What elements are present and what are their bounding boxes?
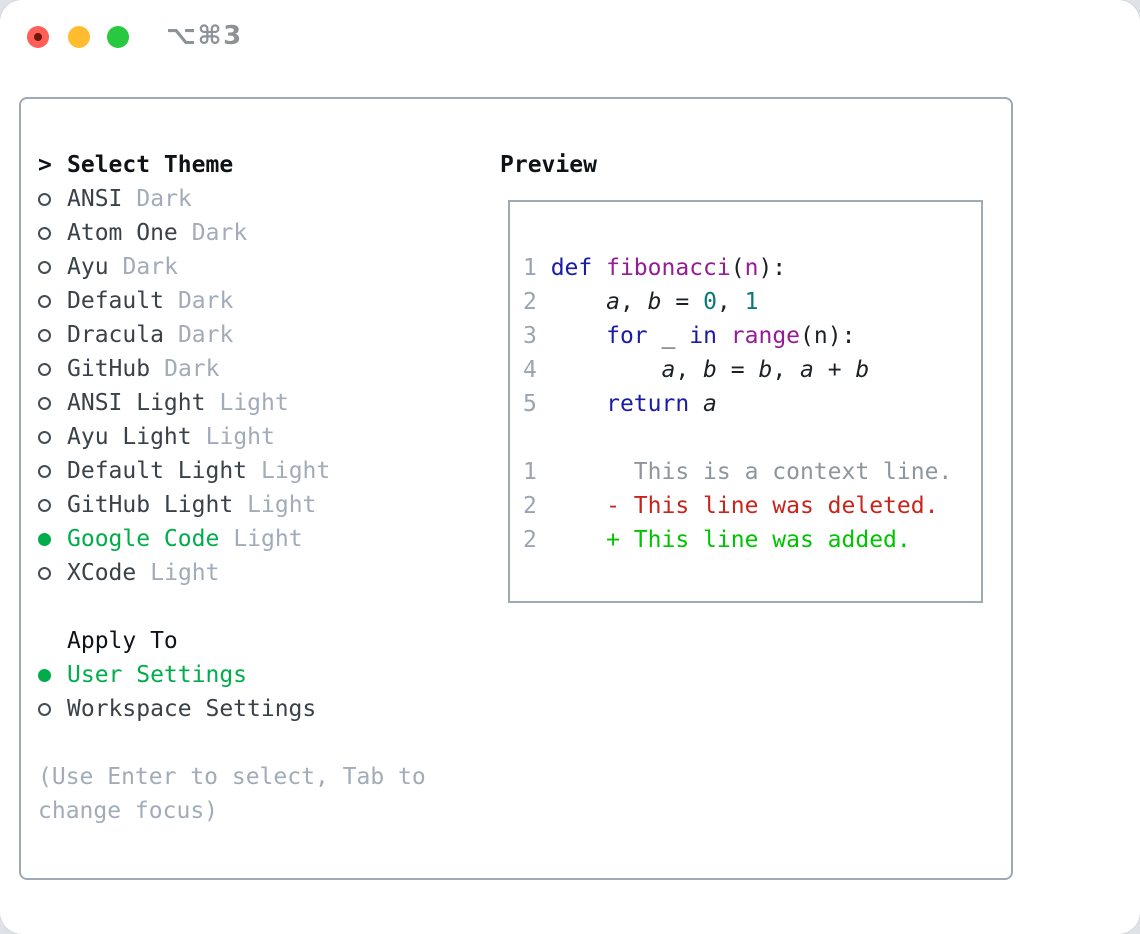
help-text-line-2: change focus) <box>38 798 219 824</box>
theme-option[interactable]: Dracula Dark <box>38 318 426 352</box>
radio-icon <box>38 566 51 580</box>
radio-gutter <box>38 362 67 376</box>
code-line <box>523 421 973 455</box>
focus-cursor-gutter: > <box>38 152 67 178</box>
theme-variant-tag: Light <box>219 390 289 416</box>
code-line: 1 This is a context line. <box>523 459 953 485</box>
theme-variant-tag: Light <box>150 560 220 586</box>
code-line: 1 def fibonacci(n): <box>523 255 787 281</box>
radio-gutter <box>38 498 67 512</box>
radio-icon <box>38 464 51 478</box>
theme-option[interactable]: ANSI Light Light <box>38 386 426 420</box>
code-line: 4 a, b = b, a + b <box>523 357 870 383</box>
code-line: 2 - This line was deleted. <box>523 493 939 519</box>
theme-name: ANSI Light <box>67 390 206 416</box>
theme-name: GitHub Light <box>67 492 234 518</box>
spacer <box>38 726 426 760</box>
theme-variant-tag: Dark <box>164 356 220 382</box>
theme-variant-tag: Dark <box>191 220 248 246</box>
minimize-button-icon[interactable] <box>68 26 90 48</box>
theme-variant-tag: Dark <box>136 186 192 212</box>
theme-option[interactable]: Google Code Light <box>38 522 426 556</box>
theme-name: Ayu <box>67 254 109 280</box>
radio-gutter <box>38 226 67 240</box>
close-button-icon[interactable] <box>27 26 49 48</box>
titlebar: ⌥⌘3 <box>0 0 1140 74</box>
code-line: 2 + This line was added. <box>523 527 911 553</box>
radio-gutter <box>38 668 67 682</box>
radio-icon <box>38 430 51 444</box>
theme-name: Ayu Light <box>67 424 192 450</box>
theme-variant-tag: Light <box>233 526 303 552</box>
theme-option[interactable]: GitHub Light Light <box>38 488 426 522</box>
radio-icon <box>38 532 51 546</box>
window-title: ⌥⌘3 <box>166 21 243 51</box>
theme-name: XCode <box>67 560 137 586</box>
preview-title: Preview <box>500 152 597 178</box>
zoom-button-icon[interactable] <box>107 26 129 48</box>
theme-option[interactable]: Atom One Dark <box>38 216 426 250</box>
theme-name: Dracula <box>67 322 164 348</box>
select-theme-header: > Select Theme <box>38 148 426 182</box>
apply-to-option[interactable]: User Settings <box>38 658 426 692</box>
apply-to-title: Apply To <box>67 628 178 654</box>
code-line: 2 a, b = 0, 1 <box>523 289 759 315</box>
theme-name: Default <box>67 288 164 314</box>
theme-option[interactable]: XCode Light <box>38 556 426 590</box>
apply-to-header: Apply To <box>38 624 426 658</box>
radio-icon <box>38 192 51 206</box>
radio-gutter <box>38 702 67 716</box>
radio-gutter <box>38 566 67 580</box>
code-line: 5 return a <box>523 391 717 417</box>
radio-icon <box>38 396 51 410</box>
radio-gutter <box>38 396 67 410</box>
radio-icon <box>38 328 51 342</box>
radio-icon <box>38 702 51 716</box>
spacer <box>38 590 426 624</box>
radio-gutter <box>38 464 67 478</box>
theme-name: GitHub <box>67 356 151 382</box>
radio-icon <box>38 226 51 240</box>
preview-box: 1 def fibonacci(n): 2 a, b = 0, 1 3 for _ … <box>508 200 983 603</box>
theme-variant-tag: Light <box>247 492 317 518</box>
radio-icon <box>38 362 51 376</box>
help-text-line-1: (Use Enter to select, Tab to <box>38 764 426 790</box>
radio-icon <box>38 498 51 512</box>
radio-gutter <box>38 192 67 206</box>
apply-to-list: User Settings Workspace Settings <box>38 658 426 726</box>
theme-name: Default Light <box>67 458 248 484</box>
theme-variant-tag: Light <box>205 424 275 450</box>
theme-option[interactable]: Ayu Dark <box>38 250 426 284</box>
theme-option[interactable]: ANSI Dark <box>38 182 426 216</box>
focus-cursor-icon: > <box>38 152 52 178</box>
theme-option[interactable]: Ayu Light Light <box>38 420 426 454</box>
radio-gutter <box>38 260 67 274</box>
theme-name: Google Code <box>67 526 220 552</box>
apply-to-option-label: User Settings <box>67 662 248 688</box>
theme-variant-tag: Dark <box>177 288 234 314</box>
radio-icon <box>38 668 51 682</box>
theme-variant-tag: Dark <box>122 254 178 280</box>
theme-name: ANSI <box>67 186 123 212</box>
radio-gutter <box>38 430 67 444</box>
apply-to-option[interactable]: Workspace Settings <box>38 692 426 726</box>
theme-selector-column: > Select Theme ANSI Dark Atom One Dark <box>38 148 426 828</box>
radio-gutter <box>38 532 67 546</box>
radio-icon <box>38 260 51 274</box>
theme-variant-tag: Dark <box>177 322 234 348</box>
apply-to-option-label: Workspace Settings <box>67 696 317 722</box>
theme-option[interactable]: Default Light Light <box>38 454 426 488</box>
theme-name: Atom One <box>67 220 178 246</box>
select-theme-title: Select Theme <box>67 152 234 178</box>
radio-gutter <box>38 294 67 308</box>
theme-option[interactable]: Default Dark <box>38 284 426 318</box>
theme-option[interactable]: GitHub Dark <box>38 352 426 386</box>
radio-gutter <box>38 328 67 342</box>
code-line: 3 for _ in range(n): <box>523 323 856 349</box>
theme-list: ANSI Dark Atom One Dark Ayu Dark <box>38 182 426 590</box>
theme-variant-tag: Light <box>261 458 331 484</box>
radio-icon <box>38 294 51 308</box>
